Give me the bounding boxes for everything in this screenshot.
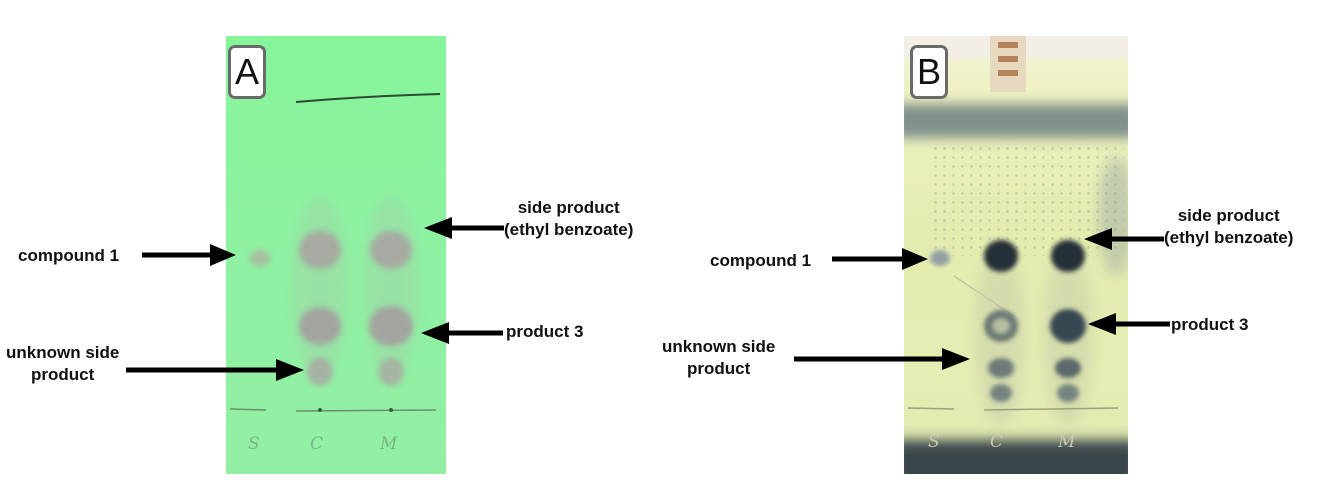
solvent-front-line — [295, 93, 441, 103]
lane-m-spot-unknown — [378, 358, 404, 386]
lane-m-spot-unknown-b — [1055, 358, 1081, 378]
lane-mark-m: M — [380, 434, 398, 454]
panel-label-b: B — [910, 45, 948, 99]
lane-c-spot-side-product — [299, 231, 341, 269]
label-side-product-b: side product (ethyl benzoate) — [1164, 205, 1293, 249]
label-side-product-line1: side product — [517, 198, 620, 217]
lane-mark-c-b: C — [990, 432, 1004, 452]
arrow-product-3-a — [421, 322, 503, 344]
lane-c-spot-product-3 — [299, 307, 341, 345]
label-compound-1-b: compound 1 — [710, 251, 812, 270]
arrow-side-product-b — [1084, 228, 1164, 250]
arrow-product-3-b — [1088, 313, 1170, 335]
tlc-plate-b: S C M — [904, 36, 1128, 474]
lane-c-spot-side-product-b — [984, 240, 1018, 272]
arrow-side-product-a — [424, 217, 504, 239]
label-unknown-side-product-a: unknown side product — [6, 342, 119, 386]
lane-s-spot-compound-1 — [249, 249, 271, 267]
lane-mark-c: C — [310, 434, 324, 454]
lane-c-streak — [292, 196, 348, 376]
label-side-product-a: side product (ethyl benzoate) — [504, 197, 633, 241]
label-unknown-line2: product — [31, 365, 95, 384]
lane-m-spot-side-product-b — [1051, 240, 1085, 272]
panel-label-a: A — [228, 45, 266, 99]
baseline-b — [907, 407, 1119, 411]
tlc-plate-a: S C M — [226, 36, 446, 474]
arrow-unknown-side-product-b — [794, 348, 970, 370]
label-side-product-line1-b: side product — [1177, 206, 1280, 225]
lane-c-spot-unknown-b — [988, 358, 1014, 378]
tlc-plate-a-drawing — [229, 93, 441, 412]
bottom-dark-band — [904, 440, 1128, 474]
label-product-3-b: product 3 — [1171, 315, 1249, 334]
label-compound-1-a: compound 1 — [18, 246, 120, 265]
label-product-3-a: product 3 — [506, 322, 584, 341]
label-side-product-line2: (ethyl benzoate) — [504, 220, 634, 239]
lane-m-spot-product-3 — [369, 306, 413, 346]
label-side-product-line2-b: (ethyl benzoate) — [1164, 228, 1294, 247]
lane-c-spot-unknown — [307, 358, 333, 386]
label-unknown-line1: unknown side — [6, 343, 120, 362]
baseline — [229, 408, 437, 412]
top-dark-band — [904, 104, 1128, 138]
lane-s-spot-compound-1-b — [930, 250, 950, 266]
lane-m-spot-product-3-b — [1050, 309, 1086, 343]
label-unknown-side-product-b: unknown side product — [662, 336, 775, 380]
lane-mark-s: S — [248, 434, 260, 454]
arrow-unknown-side-product-a — [126, 359, 304, 381]
lane-mark-s-b: S — [928, 432, 940, 452]
lane-mark-m-b: M — [1058, 432, 1076, 452]
lane-m-spot-side-product — [370, 231, 412, 269]
lane-m-streak — [363, 196, 419, 376]
label-unknown-line2-b: product — [687, 359, 751, 378]
arrow-compound-1-a — [142, 244, 236, 266]
arrow-compound-1-b — [832, 248, 928, 270]
label-unknown-line1-b: unknown side — [662, 337, 776, 356]
tlc-plate-b-drawing — [904, 36, 1128, 474]
